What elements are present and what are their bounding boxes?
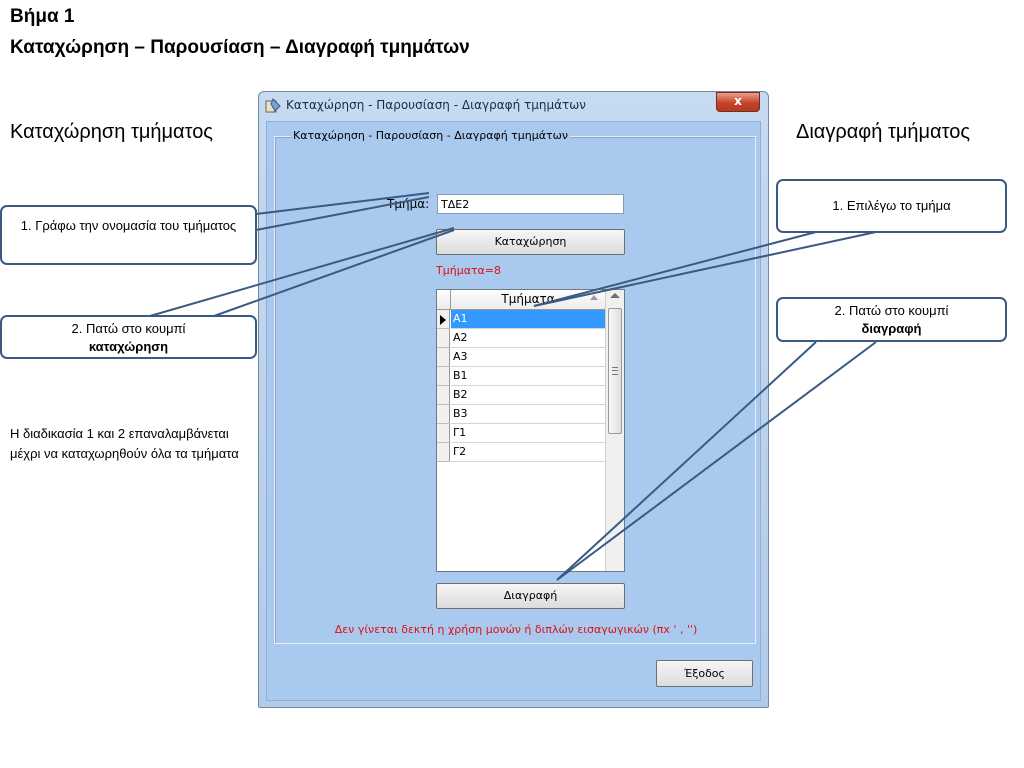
arrow-right-step2-b [556, 341, 877, 581]
left-section-heading: Καταχώρηση τμήματος [10, 121, 213, 143]
row-header[interactable] [437, 310, 450, 329]
grid-cell[interactable]: Α2 [451, 329, 605, 348]
scroll-thumb[interactable] [608, 308, 622, 434]
window-client-area: Καταχώρηση - Παρουσίαση - Διαγραφή τμημά… [266, 121, 761, 701]
app-window: Καταχώρηση - Παρουσίαση - Διαγραφή τμημά… [258, 91, 769, 708]
sort-arrow-icon [590, 295, 598, 300]
delete-button-label: Διαγραφή [503, 589, 558, 602]
arrow-right-step2-a [556, 341, 817, 581]
grid-scrollbar[interactable] [605, 290, 624, 571]
callout-right-step1: 1. Επιλέγω το τμήμα [776, 179, 1007, 233]
row-header[interactable] [437, 329, 450, 348]
grid-row[interactable]: Γ2 [437, 443, 605, 462]
callout-left-step2: 2. Πατώ στο κουμπί καταχώρηση [0, 315, 257, 359]
callout-right-step2: 2. Πατώ στο κουμπί διαγραφή [776, 297, 1007, 342]
grid-cell[interactable]: Α1 [451, 310, 605, 329]
register-button-label: Καταχώρηση [494, 235, 567, 248]
current-row-arrow-icon [440, 315, 446, 325]
row-header[interactable] [437, 424, 450, 443]
callout-left-step2-bold: καταχώρηση [88, 339, 169, 354]
grid-row[interactable]: Α3 [437, 348, 605, 367]
app-icon [265, 98, 281, 114]
process-note: Η διαδικασία 1 και 2 επαναλαμβάνεται μέχ… [10, 426, 239, 461]
grid-cell[interactable]: Β1 [451, 367, 605, 386]
grid-row[interactable]: Β3 [437, 405, 605, 424]
grid-corner [437, 290, 451, 309]
exit-button[interactable]: Έξοδος [656, 660, 753, 687]
grid-column-header[interactable]: Τμήματα [501, 292, 555, 306]
grid-row[interactable]: Β2 [437, 386, 605, 405]
window-title: Καταχώρηση - Παρουσίαση - Διαγραφή τμημά… [286, 98, 586, 112]
grip-icon [612, 367, 618, 375]
arrow-right-step1-a [533, 231, 817, 307]
slide-title-line1: Βήμα 1 [10, 6, 75, 27]
callout-left-step1: 1. Γράφω την ονομασία του τμήματος [0, 205, 257, 265]
arrow-right-step1-b [533, 231, 877, 307]
grid-header: Τμήματα [437, 290, 605, 310]
close-button[interactable]: x [716, 92, 760, 112]
callout-left-step1-text: 1. Γράφω την ονομασία του τμήματος [20, 218, 237, 233]
callout-left-step2-text: 2. Πατώ στο κουμπί [71, 321, 186, 336]
callout-right-step2-text: 2. Πατώ στο κουμπί [834, 303, 949, 318]
department-count: Τμήματα=8 [436, 264, 502, 277]
row-header[interactable] [437, 443, 450, 462]
grid-cell[interactable]: Γ2 [451, 443, 605, 462]
row-header[interactable] [437, 348, 450, 367]
grid-cell[interactable]: Β3 [451, 405, 605, 424]
grid-cell[interactable]: Α3 [451, 348, 605, 367]
department-label: Τμήμα: [387, 197, 430, 211]
callout-right-step2-bold: διαγραφή [861, 321, 922, 336]
delete-button[interactable]: Διαγραφή [436, 583, 625, 609]
row-header[interactable] [437, 405, 450, 424]
register-button[interactable]: Καταχώρηση [436, 229, 625, 255]
grid-row[interactable]: Γ1 [437, 424, 605, 443]
callout-right-step1-text: 1. Επιλέγω το τμήμα [832, 198, 951, 213]
arrow-left-step1-a [255, 192, 430, 215]
grid-cell[interactable]: Γ1 [451, 424, 605, 443]
row-header[interactable] [437, 386, 450, 405]
exit-button-label: Έξοδος [684, 667, 725, 680]
grid-row[interactable]: Α1 [437, 310, 605, 329]
groupbox-title: Καταχώρηση - Παρουσίαση - Διαγραφή τμημά… [291, 129, 570, 142]
grid-row[interactable]: Α2 [437, 329, 605, 348]
right-section-heading: Διαγραφή τμήματος [796, 121, 970, 143]
slide-title-line2: Καταχώρηση – Παρουσίαση – Διαγραφή τμημά… [10, 37, 470, 58]
quote-warning: Δεν γίνεται δεκτή η χρήση μονών ή διπλών… [334, 623, 698, 636]
row-header[interactable] [437, 367, 450, 386]
arrow-left-step1-b [255, 196, 430, 231]
groupbox: Καταχώρηση - Παρουσίαση - Διαγραφή τμημά… [274, 129, 756, 644]
window-titlebar[interactable]: Καταχώρηση - Παρουσίαση - Διαγραφή τμημά… [259, 92, 768, 120]
scroll-up-icon[interactable] [610, 293, 620, 298]
grid-row[interactable]: Β1 [437, 367, 605, 386]
arrow-left-step2-a [149, 227, 455, 317]
arrow-left-step2-b [213, 229, 455, 317]
department-input[interactable] [437, 194, 624, 214]
grid-cell[interactable]: Β2 [451, 386, 605, 405]
